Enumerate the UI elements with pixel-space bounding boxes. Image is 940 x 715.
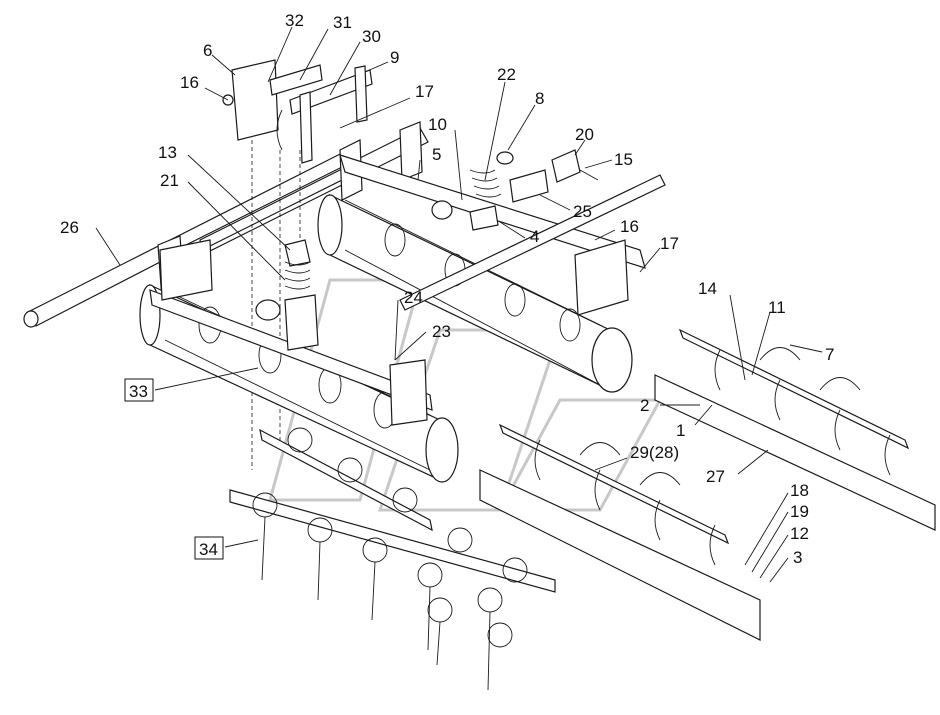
- callout-31: 31: [333, 13, 352, 32]
- callout-15: 15: [614, 150, 633, 169]
- callout-22: 22: [497, 65, 516, 84]
- callout-12: 12: [790, 524, 809, 543]
- callout-23: 23: [432, 322, 451, 341]
- callout-21: 21: [160, 171, 179, 190]
- callout-16b: 16: [620, 217, 639, 236]
- top-bracket: [222, 59, 373, 164]
- callout-25: 25: [573, 202, 592, 221]
- callout-5: 5: [432, 145, 441, 164]
- callout-24: 24: [404, 288, 423, 307]
- callout-8: 8: [535, 89, 544, 108]
- callout-14: 14: [698, 279, 717, 298]
- callout-11: 11: [768, 298, 786, 317]
- center-spring-assembly: [255, 239, 319, 351]
- callout-20: 20: [575, 125, 594, 144]
- callout-29-28: 29(28): [630, 443, 679, 462]
- callout-13: 13: [158, 143, 177, 162]
- tine-coils: [252, 427, 528, 648]
- callout-33-box: [124, 378, 154, 402]
- callout-33: 33: [129, 382, 148, 401]
- callout-3: 3: [793, 548, 802, 567]
- right-harrow-frame: [654, 328, 936, 531]
- lower-harrow-frame: [479, 423, 761, 641]
- callout-17b: 17: [660, 234, 679, 253]
- callout-34: 34: [199, 540, 218, 559]
- callout-17: 17: [415, 82, 434, 101]
- callout-4: 4: [530, 227, 539, 246]
- rear-roller: [317, 194, 633, 393]
- callout-30: 30: [362, 27, 381, 46]
- callout-32: 32: [285, 11, 304, 30]
- callout-18: 18: [790, 481, 809, 500]
- callout-34-box: [194, 536, 224, 560]
- callout-10: 10: [428, 115, 447, 134]
- callout-labels: 32 31 30 6 9 16 22 8 17 10 20 13 5 15 21…: [60, 11, 834, 567]
- callout-1: 1: [676, 421, 685, 440]
- callout-16: 16: [180, 73, 199, 92]
- callout-26: 26: [60, 218, 79, 237]
- callout-9: 9: [390, 48, 399, 67]
- callout-7: 7: [825, 345, 834, 364]
- callout-27: 27: [706, 467, 725, 486]
- leader-lines: [95, 26, 823, 583]
- callout-2: 2: [640, 396, 649, 415]
- tine-harrow: [229, 427, 556, 691]
- spring-and-bushings: [431, 149, 599, 231]
- callout-6: 6: [203, 41, 212, 60]
- callout-19: 19: [790, 502, 809, 521]
